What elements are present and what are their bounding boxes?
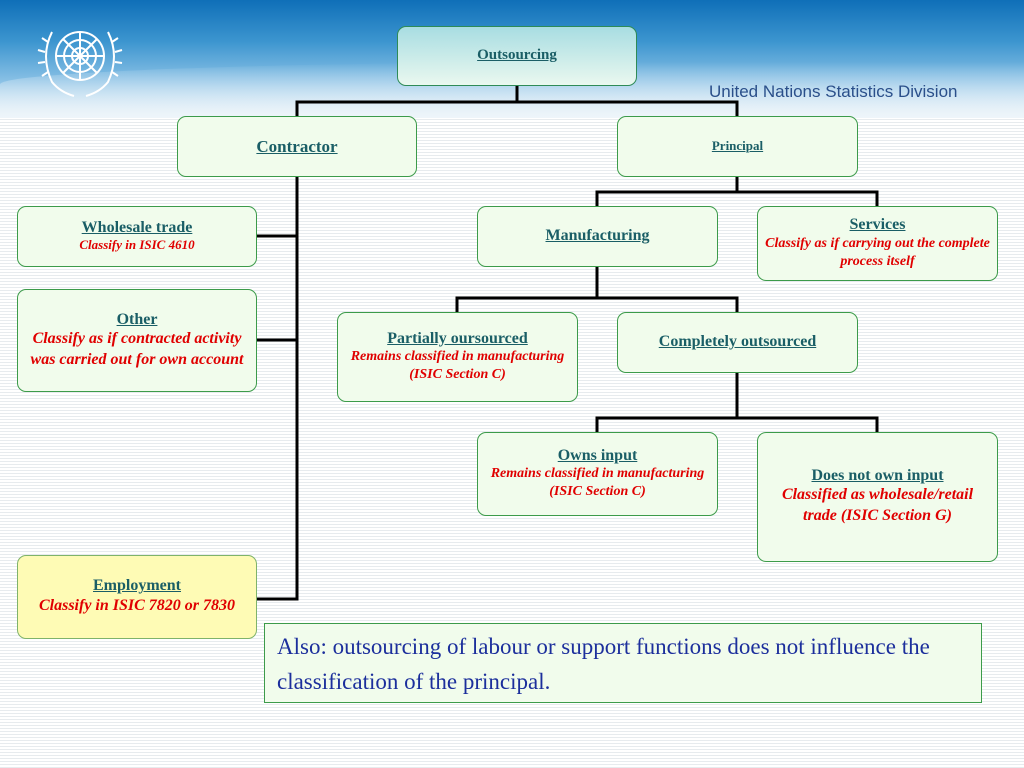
node-rule: Classified as wholesale/retail trade (IS…: [781, 486, 974, 525]
node-rule: Classify as if contracted activity was c…: [30, 329, 244, 368]
node-other: Other Classify as if contracted activity…: [17, 289, 257, 392]
connector-completely-outsourced: [595, 371, 879, 434]
node-title: Services: [849, 216, 906, 234]
connector-principal: [595, 175, 879, 208]
node-services: Services Classify as if carrying out the…: [757, 206, 998, 281]
division-name: United Nations Statistics Division: [709, 82, 958, 101]
node-title: Other: [116, 310, 158, 328]
node-rule: Classify as if carrying out the complete…: [765, 235, 990, 269]
node-title: Owns input: [557, 446, 638, 464]
node-title: Principal: [711, 138, 764, 154]
connector-contractor: [255, 175, 299, 601]
node-principal: Principal: [617, 116, 858, 177]
node-completely-outsourced: Completely outsourced: [617, 312, 858, 373]
node-title: Completely outsourced: [658, 333, 817, 351]
node-employment: Employment Classify in ISIC 7820 or 7830: [17, 555, 257, 639]
node-rule: Remains classified in manufacturing (ISI…: [350, 349, 565, 383]
node-title: Does not own input: [811, 467, 944, 484]
node-partially-outsourced: Partially oursourced Remains classified …: [337, 312, 578, 402]
header-banner: United Nations Statistics Division: [0, 0, 1024, 118]
connector-manufacturing: [455, 265, 739, 314]
node-wholesale-trade: Wholesale trade Classify in ISIC 4610: [17, 206, 257, 267]
connector-outsourcing: [295, 84, 739, 118]
node-outsourcing: Outsourcing: [397, 26, 637, 86]
node-title: Wholesale trade: [81, 218, 193, 236]
node-title: Outsourcing: [477, 47, 557, 64]
node-title: Contractor: [256, 136, 338, 156]
node-manufacturing: Manufacturing: [477, 206, 718, 267]
node-does-not-own-input: Does not own input Classified as wholesa…: [757, 432, 998, 562]
note-text: Also: outsourcing of labour or support f…: [277, 634, 930, 694]
node-rule: Classify in ISIC 4610: [79, 237, 195, 253]
note-box: Also: outsourcing of labour or support f…: [264, 623, 982, 703]
un-emblem-icon: [37, 31, 123, 97]
node-title: Partially oursourced: [387, 329, 528, 347]
node-contractor: Contractor: [177, 116, 417, 177]
node-title: Employment: [93, 577, 181, 595]
node-title: Manufacturing: [545, 227, 650, 245]
node-owns-input: Owns input Remains classified in manufac…: [477, 432, 718, 516]
node-rule: Classify in ISIC 7820 or 7830: [38, 596, 236, 614]
node-rule: Remains classified in manufacturing (ISI…: [490, 466, 705, 500]
